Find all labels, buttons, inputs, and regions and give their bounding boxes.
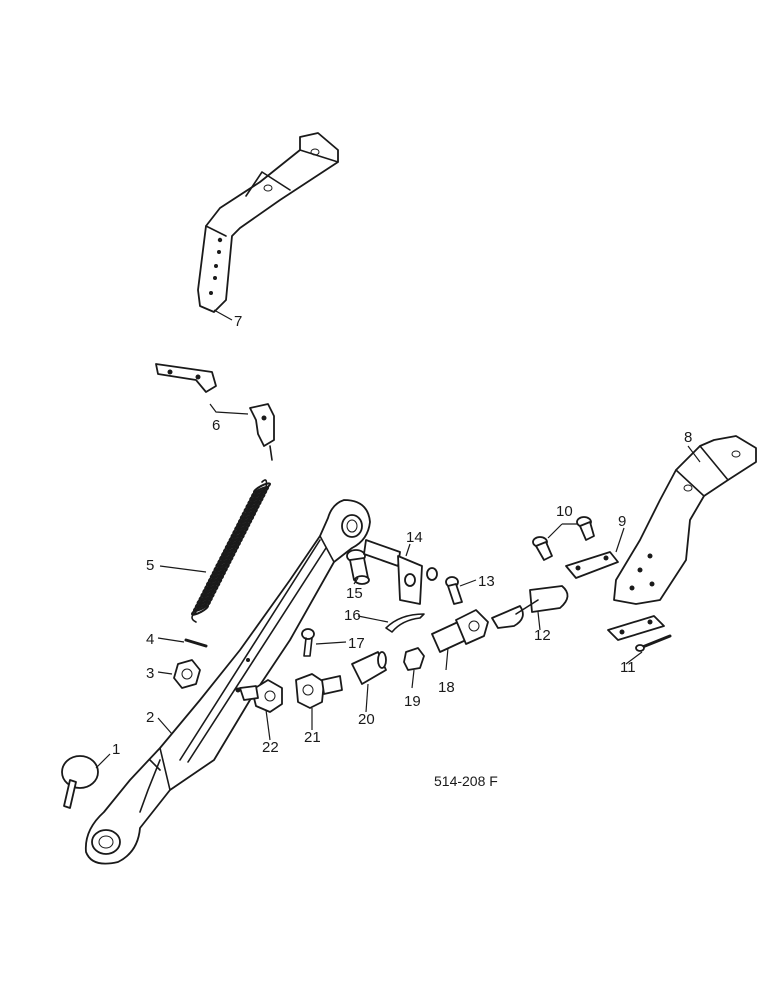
label-part-18: 18: [438, 679, 455, 696]
part-18-fork: [431, 609, 489, 653]
part-21-clevis: [295, 673, 343, 709]
label-part-3: 3: [146, 665, 154, 682]
label-part-12: 12: [534, 627, 551, 644]
part-19-nut: [403, 647, 425, 671]
figure-code: 514-208 F: [434, 773, 498, 789]
label-part-9: 9: [618, 513, 626, 530]
part-6-plates: [155, 363, 275, 461]
part-5-spring: [190, 479, 272, 623]
part-20-sleeve: [351, 651, 387, 685]
label-part-19: 19: [404, 693, 421, 710]
part-11-cotter-pin: [635, 634, 672, 652]
label-part-16: 16: [344, 607, 361, 624]
callout-leaders: [95, 309, 701, 769]
part-3-nut: [173, 659, 201, 689]
part-15-pin: [346, 549, 370, 585]
part-9-plates: [565, 551, 665, 641]
part-16-clip: [385, 613, 425, 633]
callout-labels: 1 2 3 4 5 6 7 8 9 10 11 12 13 14 15 16 1…: [112, 313, 692, 789]
part-4-pin: [184, 638, 208, 648]
label-part-5: 5: [146, 557, 154, 574]
label-part-8: 8: [684, 429, 692, 446]
label-part-21: 21: [304, 729, 321, 746]
label-part-14: 14: [406, 529, 423, 546]
part-10-pins: [532, 516, 595, 561]
part-7-bracket: [197, 132, 339, 313]
label-part-10: 10: [556, 503, 573, 520]
label-part-22: 22: [262, 739, 279, 756]
label-part-7: 7: [234, 313, 242, 330]
label-part-17: 17: [348, 635, 365, 652]
part-17-bolt: [301, 628, 315, 657]
label-part-6: 6: [212, 417, 220, 434]
part-2-lower-link: [84, 499, 371, 865]
label-part-1: 1: [112, 741, 120, 758]
part-14-pin-assembly: [363, 539, 438, 605]
part-12-chain: [491, 585, 569, 629]
part-22-fork: [239, 679, 283, 713]
part-1-linch-pin: [61, 755, 99, 809]
label-part-13: 13: [478, 573, 495, 590]
label-part-20: 20: [358, 711, 375, 728]
label-part-4: 4: [146, 631, 154, 648]
label-part-2: 2: [146, 709, 154, 726]
part-13-pin: [445, 576, 463, 605]
label-part-15: 15: [346, 585, 363, 602]
label-part-11: 11: [620, 659, 636, 676]
part-8-bracket: [613, 435, 757, 605]
